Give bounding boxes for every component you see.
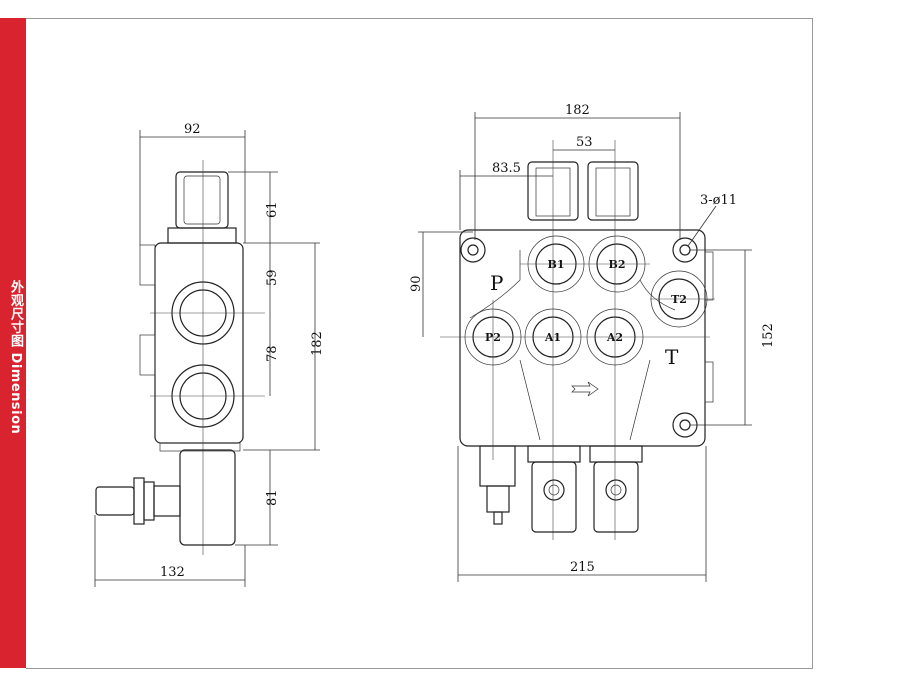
dim-side-92: 92	[184, 122, 201, 137]
port-a1-label: A1	[544, 331, 561, 344]
dim-front-83-5: 83.5	[492, 161, 521, 176]
dim-front-182: 182	[565, 103, 590, 118]
dim-front-holes: 3-ø11	[700, 193, 737, 208]
zone-p-label: P	[490, 271, 503, 295]
port-b1-label: B1	[548, 258, 565, 271]
dim-front-53: 53	[576, 135, 593, 150]
front-view: B1 B2 T2 P2 A1 A2 P T 1	[409, 103, 776, 582]
sidebar-title: 外观尺寸图 Dimension	[8, 280, 23, 435]
dim-side-182: 182	[310, 331, 325, 356]
spool-end-1	[531, 461, 577, 533]
dim-side-81: 81	[265, 489, 280, 506]
dim-side-61: 61	[265, 201, 280, 218]
relief-valve	[479, 445, 516, 487]
spool-cap-2	[587, 161, 639, 221]
flow-arrow-icon	[571, 381, 599, 397]
dim-front-152: 152	[761, 323, 776, 348]
port-t2-label: T2	[671, 293, 687, 306]
side-lever-housing	[179, 449, 236, 546]
dim-front-90: 90	[409, 275, 424, 292]
side-body	[154, 242, 244, 444]
lever-handle	[95, 486, 135, 516]
side-view: 92 61 59 78 182 81 132	[94, 122, 325, 587]
sidebar-banner: 外观尺寸图 Dimension	[0, 18, 26, 668]
dim-side-132: 132	[160, 565, 185, 580]
zone-t-label: T	[665, 345, 679, 369]
valve-body	[459, 229, 706, 447]
dim-side-78: 78	[265, 345, 280, 362]
dim-side-59: 59	[265, 269, 280, 286]
port-t2: T2	[650, 270, 708, 328]
mounting-hole-1	[460, 237, 486, 263]
drawing-frame	[26, 18, 813, 669]
port-b2-label: B2	[609, 258, 626, 271]
dim-front-215: 215	[570, 560, 595, 575]
port-a2-label: A2	[606, 331, 623, 344]
spool-end-2	[593, 461, 639, 533]
